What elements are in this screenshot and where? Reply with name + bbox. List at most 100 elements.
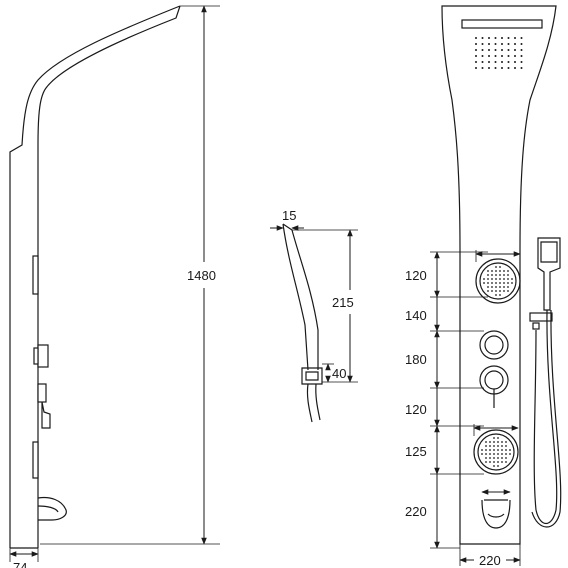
jet-nozzle bbox=[507, 290, 509, 292]
jet-nozzle bbox=[497, 461, 499, 463]
jet-nozzle bbox=[507, 278, 509, 280]
jet-nozzle bbox=[507, 274, 509, 276]
jet-nozzle bbox=[483, 278, 485, 280]
rain-nozzle bbox=[494, 61, 497, 63]
hand-shower-holder-label: 40 bbox=[332, 366, 346, 381]
jet-nozzle bbox=[485, 453, 487, 455]
jet-nozzle bbox=[493, 437, 495, 439]
rain-nozzle bbox=[488, 37, 490, 39]
jet-nozzle bbox=[493, 449, 495, 451]
side-upper-valve bbox=[37, 344, 49, 368]
rain-nozzle bbox=[488, 49, 490, 51]
jet-nozzle bbox=[493, 465, 495, 467]
rain-nozzle bbox=[514, 67, 516, 69]
rain-nozzle bbox=[501, 43, 503, 45]
rain-nozzle bbox=[475, 55, 477, 57]
jet-nozzle bbox=[489, 453, 491, 455]
rain-nozzle bbox=[507, 43, 510, 45]
jet-nozzle bbox=[495, 294, 497, 296]
lower-massage-jet-nozzles bbox=[481, 437, 511, 467]
jet-nozzle bbox=[503, 274, 505, 276]
hand-shower-top-label: 15 bbox=[282, 208, 296, 223]
rain-nozzle bbox=[501, 49, 503, 51]
jet-nozzle bbox=[507, 282, 509, 284]
jet-nozzle bbox=[505, 457, 507, 459]
jet-nozzle bbox=[497, 457, 499, 459]
jet-nozzle bbox=[495, 282, 497, 284]
jet-nozzle bbox=[497, 437, 499, 439]
jet-nozzle bbox=[485, 461, 487, 463]
front-spout bbox=[481, 499, 511, 529]
jet-nozzle bbox=[501, 445, 503, 447]
jet-nozzle bbox=[483, 282, 485, 284]
jet-nozzle bbox=[495, 270, 497, 272]
jet-nozzle bbox=[509, 449, 511, 451]
rain-nozzle bbox=[494, 49, 497, 51]
jet-nozzle bbox=[491, 270, 493, 272]
rain-nozzle bbox=[488, 55, 490, 57]
jet-nozzle bbox=[491, 290, 493, 292]
front-hand-shower-hose bbox=[531, 309, 562, 528]
jet-nozzle bbox=[499, 266, 501, 268]
jet-nozzle bbox=[507, 270, 509, 272]
jet-nozzle bbox=[499, 274, 501, 276]
jet-nozzle bbox=[487, 282, 489, 284]
rain-nozzle bbox=[520, 49, 523, 51]
jet-nozzle bbox=[503, 278, 505, 280]
rain-nozzle bbox=[520, 37, 523, 39]
front-hand-shower-holder bbox=[529, 312, 553, 322]
rain-nozzle bbox=[501, 67, 503, 69]
jet-nozzle bbox=[505, 441, 507, 443]
jet-nozzle bbox=[487, 278, 489, 280]
jet-nozzle bbox=[495, 266, 497, 268]
side-lower-jet bbox=[32, 441, 39, 479]
jet-nozzle bbox=[501, 449, 503, 451]
jet-nozzle bbox=[489, 445, 491, 447]
jet-nozzle bbox=[487, 274, 489, 276]
jet-nozzle bbox=[497, 445, 499, 447]
jet-nozzle bbox=[501, 457, 503, 459]
upper-massage-jet-nozzles bbox=[483, 266, 513, 296]
rain-nozzle bbox=[475, 67, 477, 69]
jet-nozzle bbox=[507, 286, 509, 288]
jet-nozzle bbox=[511, 278, 513, 280]
panel-width-label: 220 bbox=[479, 553, 501, 568]
jet-nozzle bbox=[485, 441, 487, 443]
jet-nozzle bbox=[493, 457, 495, 459]
rain-nozzle bbox=[514, 61, 516, 63]
jet-nozzle bbox=[505, 453, 507, 455]
front-hand-shower bbox=[537, 237, 561, 311]
rain-nozzle bbox=[514, 43, 516, 45]
jet-nozzle bbox=[481, 449, 483, 451]
rain-nozzle bbox=[501, 37, 503, 39]
side-view: 74 1480 bbox=[9, 5, 220, 568]
diverter-knob bbox=[479, 330, 509, 360]
jet-nozzle bbox=[503, 290, 505, 292]
rain-nozzle bbox=[520, 43, 523, 45]
jet-nozzle bbox=[493, 445, 495, 447]
rain-nozzle bbox=[494, 67, 497, 69]
rain-nozzle bbox=[481, 61, 484, 63]
jet-nozzle bbox=[497, 453, 499, 455]
rain-nozzle bbox=[514, 49, 516, 51]
rain-nozzle bbox=[488, 43, 490, 45]
jet-nozzle bbox=[499, 290, 501, 292]
jet-nozzle bbox=[487, 286, 489, 288]
rain-nozzle bbox=[501, 61, 503, 63]
jet-nozzle bbox=[497, 449, 499, 451]
hand-shower-head bbox=[282, 223, 319, 371]
jet-nozzle bbox=[499, 278, 501, 280]
rain-nozzle bbox=[514, 55, 516, 57]
segment-massage-top-label: 120 bbox=[405, 268, 427, 283]
lower-massage-jet bbox=[473, 429, 519, 475]
segment-spout-label: 220 bbox=[405, 504, 427, 519]
hand-shower-length-label: 215 bbox=[332, 295, 354, 310]
rain-nozzle bbox=[520, 61, 523, 63]
rain-shower-nozzles bbox=[475, 37, 523, 69]
rain-nozzle bbox=[520, 67, 523, 69]
rain-nozzle bbox=[488, 67, 490, 69]
jet-nozzle bbox=[511, 282, 513, 284]
jet-nozzle bbox=[493, 441, 495, 443]
rain-nozzle bbox=[481, 49, 484, 51]
front-panel-outline bbox=[441, 5, 557, 545]
